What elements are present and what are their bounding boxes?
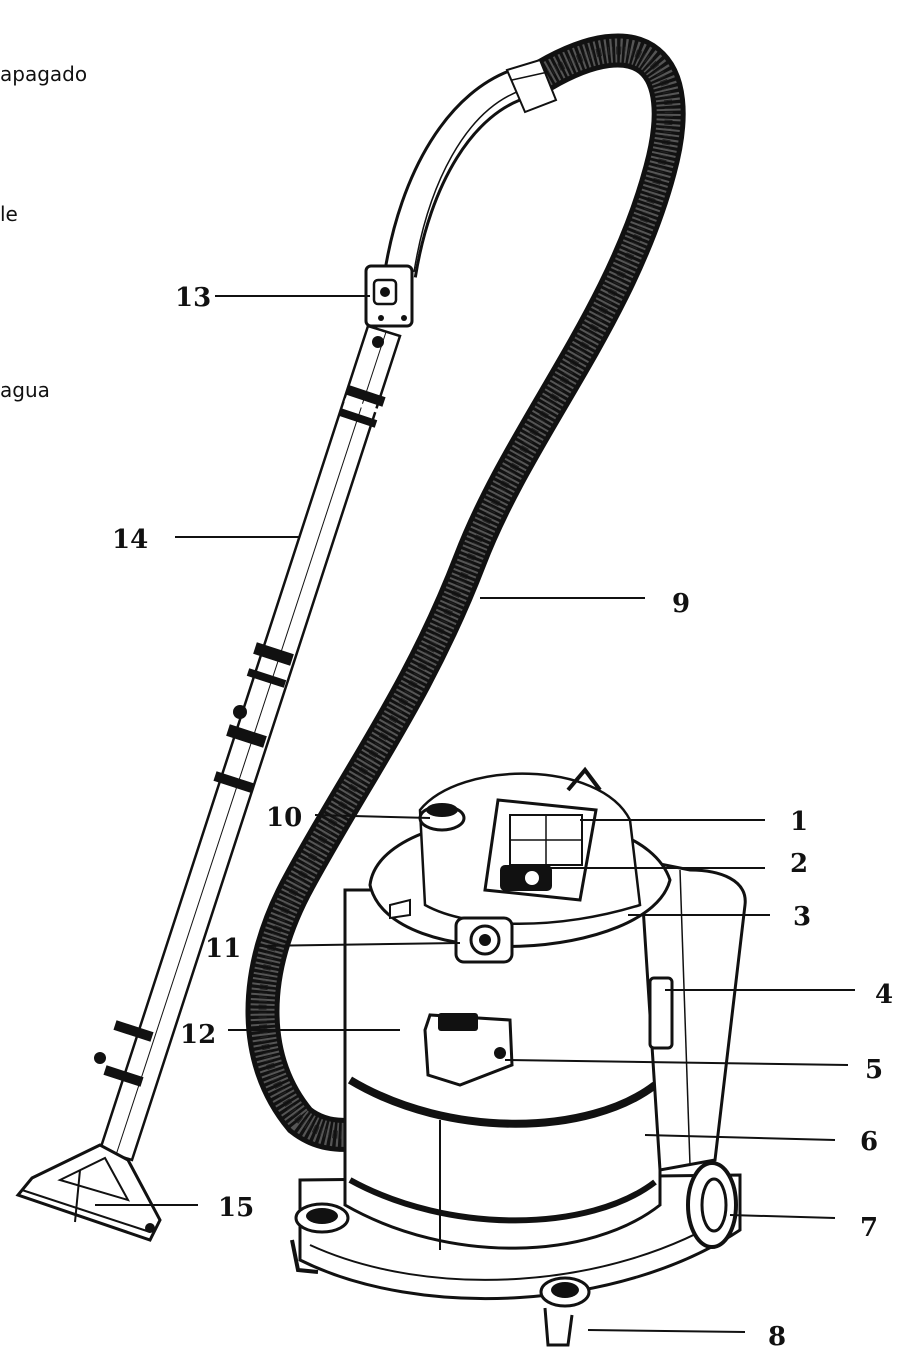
side-text-3: agua: [0, 378, 50, 402]
callout-11: 11: [205, 934, 241, 964]
callout-12: 12: [180, 1020, 216, 1050]
upholstery-nozzle: [15, 1143, 162, 1242]
callout-10: 10: [266, 803, 302, 833]
side-text-2: le: [0, 202, 18, 226]
tank-body: [290, 766, 747, 1347]
callout-numbers: 1 2 3 4 5 6 7 8 9 10 11 12 13 14 15: [112, 283, 893, 1352]
callout-14: 14: [112, 525, 148, 555]
callout-8: 8: [768, 1322, 786, 1352]
curved-handle: [383, 58, 558, 278]
callout-6: 6: [860, 1127, 878, 1157]
extension-tube: [94, 324, 402, 1162]
callout-7: 7: [860, 1213, 878, 1243]
callout-5: 5: [865, 1055, 883, 1085]
callout-13: 13: [175, 283, 211, 313]
side-text-1: apagado: [0, 62, 88, 86]
callout-3: 3: [793, 902, 811, 932]
callout-1: 1: [790, 807, 808, 837]
leader-lines: [95, 295, 855, 1333]
callout-4: 4: [875, 980, 893, 1010]
callout-15: 15: [218, 1193, 254, 1223]
trigger-valve: [364, 264, 414, 328]
callout-2: 2: [790, 849, 808, 879]
hose: [245, 33, 686, 1152]
callout-9: 9: [672, 589, 690, 619]
